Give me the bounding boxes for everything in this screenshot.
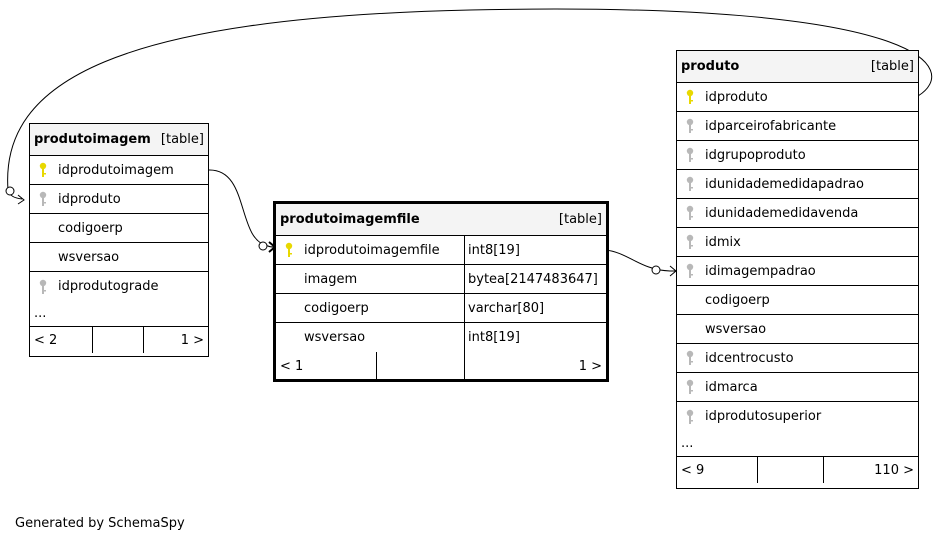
parents-count[interactable]: < 1 — [276, 352, 377, 381]
column-name: idproduto — [705, 89, 768, 105]
column-row-idcentrocusto[interactable]: idcentrocusto — [677, 344, 918, 373]
relationship-footer: < 2 1 > — [30, 327, 208, 353]
column-name: wsversao — [705, 321, 767, 337]
column-row-wsversao[interactable]: wsversao — [677, 315, 918, 344]
ellipsis: ... — [681, 436, 694, 451]
column-row-idparceirofabricante[interactable]: idparceirofabricante — [677, 112, 918, 141]
table-name: produto — [681, 59, 740, 74]
column-name: codigoerp — [58, 220, 123, 236]
column-row-idproduto[interactable]: idproduto — [677, 83, 918, 112]
table-header: produtoimagemfile [table] — [276, 204, 606, 236]
column-name: idprodutoimagemfile — [298, 236, 465, 264]
parents-count[interactable]: < 2 — [30, 327, 93, 353]
table-type-label: [table] — [160, 132, 204, 147]
edge-optional-marker — [258, 241, 268, 251]
children-count[interactable]: 1 > — [180, 332, 204, 348]
ellipsis-row: ... — [30, 301, 208, 327]
table-type-label: [table] — [558, 212, 602, 227]
column-row-codigoerp[interactable]: codigoerp — [677, 286, 918, 315]
column-name: idimagempadrao — [705, 263, 816, 279]
relationship-footer: < 1 1 > — [276, 352, 606, 381]
table-name: produtoimagem — [34, 132, 151, 147]
footer-spacer — [377, 352, 465, 381]
foreign-key-icon — [681, 176, 699, 192]
foreign-key-icon — [681, 118, 699, 134]
table-header: produtoimagem [table] — [30, 124, 208, 156]
table-produto[interactable]: produto [table] idproduto idparceirofabri… — [676, 50, 919, 489]
edge-optional-marker — [651, 265, 661, 275]
column-name: idmix — [705, 234, 741, 250]
column-name: imagem — [298, 265, 465, 293]
column-name: idprodutoimagem — [58, 162, 174, 178]
column-row-idgrupoproduto[interactable]: idgrupoproduto — [677, 141, 918, 170]
column-type: int8[19] — [468, 242, 520, 258]
primary-key-icon — [280, 242, 298, 258]
column-name: idunidademedidavenda — [705, 205, 859, 221]
primary-key-icon — [681, 89, 699, 105]
column-name: wsversao — [58, 249, 120, 265]
edge-optional-marker — [5, 186, 15, 196]
column-name: idgrupoproduto — [705, 147, 806, 163]
column-type: bytea[2147483647] — [468, 271, 598, 287]
table-produtoimagemfile[interactable]: produtoimagemfile [table] idprodutoimage… — [273, 201, 609, 382]
primary-key-icon — [34, 162, 52, 178]
foreign-key-icon — [681, 263, 699, 279]
column-name: idprodutosuperior — [705, 409, 822, 424]
footer-spacer — [758, 457, 824, 483]
column-name: idunidademedidapadrao — [705, 176, 864, 192]
table-type-label: [table] — [870, 59, 914, 74]
column-name: codigoerp — [298, 294, 465, 322]
parents-count[interactable]: < 9 — [677, 457, 758, 483]
foreign-key-icon — [681, 409, 699, 425]
column-row-idprodutoimagem[interactable]: idprodutoimagem — [30, 156, 208, 185]
children-count[interactable]: 1 > — [578, 359, 602, 374]
footer-spacer — [93, 327, 144, 353]
table-header: produto [table] — [677, 51, 918, 83]
column-name: idparceirofabricante — [705, 118, 837, 134]
column-row-idunidademedidavenda[interactable]: idunidademedidavenda — [677, 199, 918, 228]
column-name: codigoerp — [705, 292, 770, 308]
edge-produtoimagem-produtoimagemfile — [207, 169, 275, 248]
edge-produtoimagemfile-produto — [604, 249, 676, 272]
foreign-key-icon — [681, 350, 699, 366]
column-name: idprodutograde — [58, 279, 159, 294]
column-row-wsversao[interactable]: wsversao — [30, 243, 208, 272]
ellipsis-row: ... — [677, 431, 918, 457]
column-row-idprodutograde[interactable]: idprodutograde — [30, 272, 208, 301]
column-row-idproduto[interactable]: idproduto — [30, 185, 208, 214]
column-type: int8[19] — [468, 330, 520, 345]
column-row-idunidademedidapadrao[interactable]: idunidademedidapadrao — [677, 170, 918, 199]
column-type: varchar[80] — [468, 300, 545, 316]
column-row-idmarca[interactable]: idmarca — [677, 373, 918, 402]
children-count[interactable]: 110 > — [874, 462, 914, 478]
foreign-key-icon — [34, 279, 52, 295]
table-produtoimagem[interactable]: produtoimagem [table] idprodutoimagem idp… — [29, 123, 209, 357]
edge-arrow-marker — [17, 194, 25, 205]
generated-by-label: Generated by SchemaSpy — [15, 516, 185, 531]
foreign-key-icon — [681, 205, 699, 221]
foreign-key-icon — [681, 147, 699, 163]
foreign-key-icon — [681, 379, 699, 395]
column-row-idmix[interactable]: idmix — [677, 228, 918, 257]
column-name: idcentrocusto — [705, 350, 794, 366]
column-name: wsversao — [298, 323, 465, 352]
foreign-key-icon — [681, 234, 699, 250]
column-row-codigoerp[interactable]: codigoerp — [30, 214, 208, 243]
relationship-footer: < 9 110 > — [677, 457, 918, 483]
foreign-key-icon — [34, 191, 52, 207]
column-row-idprodutosuperior[interactable]: idprodutosuperior — [677, 402, 918, 431]
column-name: idproduto — [58, 191, 121, 207]
column-name: idmarca — [705, 379, 758, 395]
table-name: produtoimagemfile — [280, 212, 420, 227]
ellipsis: ... — [34, 306, 47, 321]
column-row-idimagempadrao[interactable]: idimagempadrao — [677, 257, 918, 286]
